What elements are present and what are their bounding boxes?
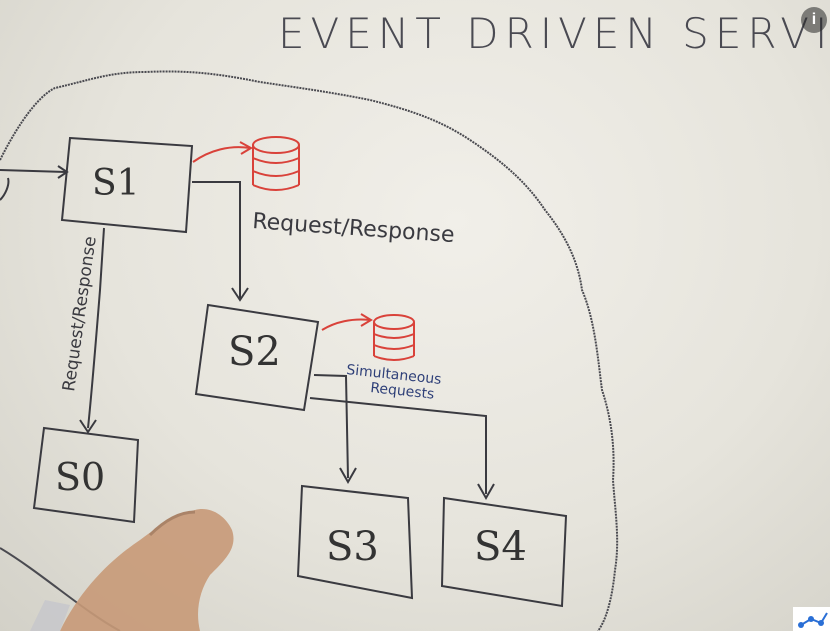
service-box-s3: S3 — [296, 484, 414, 600]
arrow-s2-s4-head — [477, 483, 495, 501]
cloud-boundary — [0, 70, 619, 631]
service-box-s2: S2 — [194, 303, 320, 412]
presenter-hand — [30, 509, 234, 631]
service-label-s2: S2 — [228, 329, 281, 375]
service-box-s4: S4 — [440, 496, 568, 608]
arrow-s1-db-head — [239, 141, 254, 155]
label-request-response-horizontal: Request/Response — [252, 209, 456, 248]
arrow-s1-s2 — [192, 181, 241, 298]
database-icon — [252, 136, 300, 191]
service-box-s0: S0 — [32, 426, 140, 524]
arrow-s2-s4 — [309, 397, 487, 494]
service-label-s4: S4 — [474, 524, 527, 570]
arrow-s1-db — [192, 146, 251, 163]
arrow-s2-s3-head — [339, 467, 357, 485]
arrow-s1-s0-head — [79, 419, 97, 434]
arrow-s1-s2-head — [231, 287, 249, 302]
incoming-curve — [0, 177, 10, 201]
arrow-s1-s0 — [87, 227, 105, 429]
incoming-arrow — [0, 169, 67, 173]
arrow-s2-s3 — [313, 374, 349, 479]
arrow-s2-db-head — [360, 313, 373, 327]
service-label-s1: S1 — [92, 163, 140, 204]
channel-logo-icon[interactable] — [793, 607, 830, 631]
label-requests: Requests — [370, 380, 435, 403]
logo-icon — [798, 612, 828, 628]
service-label-s0: S0 — [55, 455, 105, 499]
info-button[interactable]: i — [801, 7, 827, 33]
service-label-s3: S3 — [326, 524, 379, 570]
database-icon — [373, 314, 415, 361]
board-title: EVENT DRIVEN SERVICES — [278, 9, 830, 58]
label-request-response-vertical: Request/Response — [59, 235, 101, 393]
service-box-s1: S1 — [60, 136, 194, 234]
arrow-s2-db — [321, 318, 371, 331]
